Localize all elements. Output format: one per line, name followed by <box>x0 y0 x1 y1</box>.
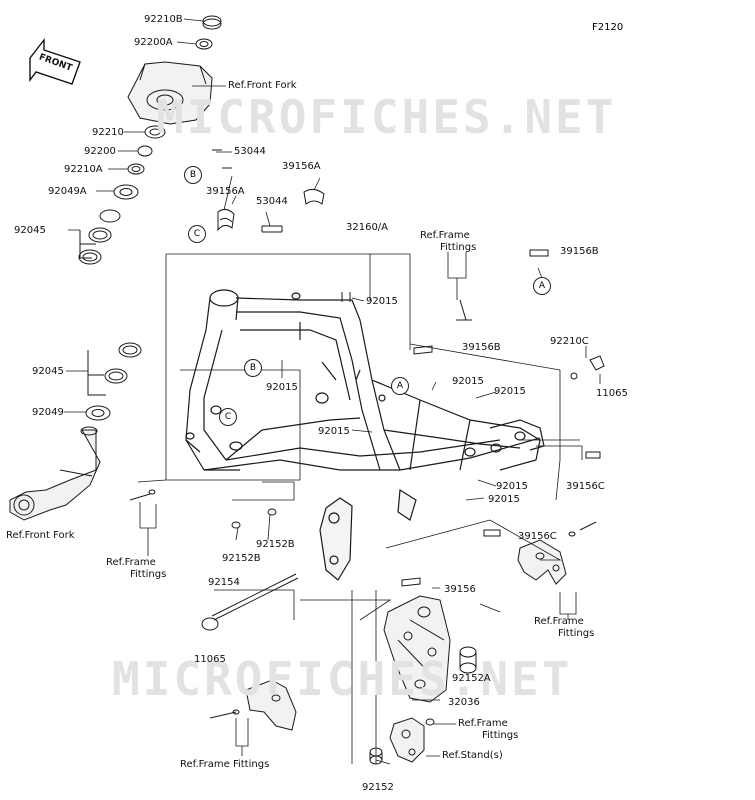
label-92045-mid: 92045 <box>32 366 64 377</box>
label-11065-a: 11065 <box>596 388 628 399</box>
label-92015-c: 92015 <box>452 376 484 387</box>
callout-b-top: B <box>184 166 202 184</box>
watermark-top: MICROFICHES.NET <box>156 90 617 144</box>
label-92152: 92152 <box>362 782 394 793</box>
steering-stem-parts <box>78 15 222 421</box>
label-92049: 92049 <box>32 407 64 418</box>
label-92200a: 92200A <box>134 37 173 48</box>
label-92049a: 92049A <box>48 186 87 197</box>
leader-lines <box>64 18 601 765</box>
callout-b-frame: B <box>244 359 262 377</box>
label-92152b-a: 92152B <box>256 539 295 550</box>
label-92210b: 92210B <box>144 14 183 25</box>
lower-triple-clamp <box>9 426 101 521</box>
label-ref-stands: Ref.Stand(s) <box>442 750 503 761</box>
label-92200: 92200 <box>84 146 116 157</box>
label-92015-f: 92015 <box>496 481 528 492</box>
footrest-bracket <box>209 679 297 731</box>
label-32160: 32160/A <box>346 222 389 233</box>
watermark-bottom: MICROFICHES.NET <box>112 652 573 706</box>
callout-a-right: A <box>533 277 551 295</box>
callout-a-frame: A <box>391 377 409 395</box>
center-bracket-plate <box>383 595 477 703</box>
label-53044-a: 53044 <box>234 146 266 157</box>
label-92210: 92210 <box>92 127 124 138</box>
label-39156a-a: 39156A <box>282 161 321 172</box>
label-39156b-b: 39156B <box>462 342 501 353</box>
main-frame <box>185 289 545 581</box>
label-32036: 32036 <box>448 697 480 708</box>
label-92015-b: 92015 <box>266 382 298 393</box>
label-92015-a: 92015 <box>366 296 398 307</box>
label-ref-frame-fittings-3a: Ref.Frame <box>534 616 584 627</box>
label-ref-frame-fittings-4b: Fittings <box>482 730 519 741</box>
callout-c-frame: C <box>219 408 237 426</box>
label-92045-top: 92045 <box>14 225 46 236</box>
label-ref-frame-fittings-2a: Ref.Frame <box>106 557 156 568</box>
label-92152a: 92152A <box>452 673 491 684</box>
label-11065-b: 11065 <box>194 654 226 665</box>
label-ref-frame-fittings-5: Ref.Frame Fittings <box>180 759 270 770</box>
callout-c-top: C <box>188 225 206 243</box>
label-92210c: 92210C <box>550 336 589 347</box>
label-39156c-b: 39156C <box>518 531 557 542</box>
label-92210a: 92210A <box>64 164 103 175</box>
label-ref-front-fork-bottom: Ref.Front Fork <box>6 530 75 541</box>
label-39156: 39156 <box>444 584 476 595</box>
label-ref-frame-fittings-2b: Fittings <box>130 569 167 580</box>
label-92015-g: 92015 <box>488 494 520 505</box>
label-ref-frame-fittings-1b: Fittings <box>440 242 477 253</box>
label-ref-frame-fittings-1a: Ref.Frame <box>420 230 470 241</box>
pivot-shaft <box>201 573 299 631</box>
label-92015-e: 92015 <box>318 426 350 437</box>
figure-code: F2120 <box>592 22 624 33</box>
label-39156a-b: 39156A <box>206 186 245 197</box>
engine-mount-bracket <box>517 539 567 585</box>
label-ref-frame-fittings-3b: Fittings <box>558 628 595 639</box>
label-92015-d: 92015 <box>494 386 526 397</box>
label-92154: 92154 <box>208 577 240 588</box>
stand-bracket <box>369 717 435 765</box>
label-92152b-b: 92152B <box>222 553 261 564</box>
label-53044-b: 53044 <box>256 196 288 207</box>
small-hardware <box>129 149 605 587</box>
label-39156c-a: 39156C <box>566 481 605 492</box>
label-ref-frame-fittings-4a: Ref.Frame <box>458 718 508 729</box>
label-39156b-a: 39156B <box>560 246 599 257</box>
front-arrow-icon <box>29 37 81 85</box>
label-ref-front-fork-top: Ref.Front Fork <box>228 80 297 91</box>
